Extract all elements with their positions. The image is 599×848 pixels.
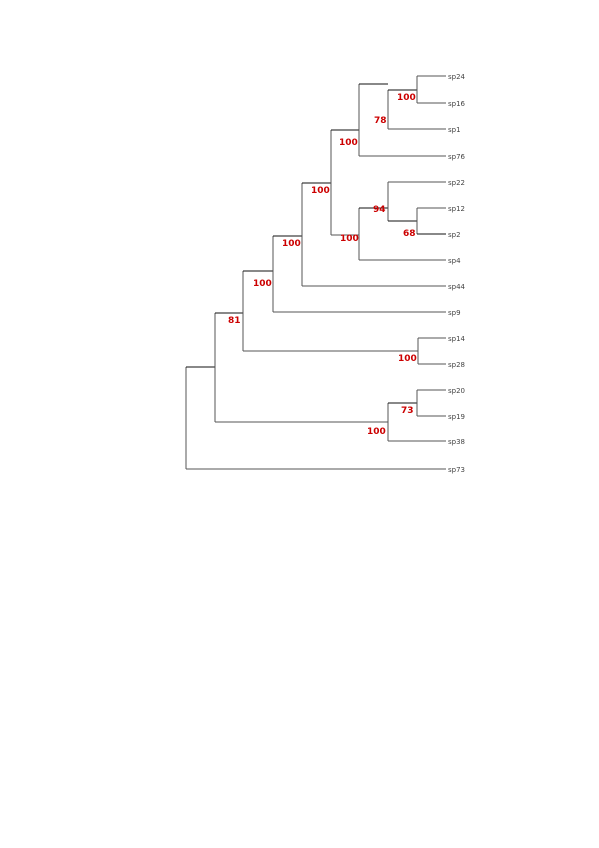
bootstrap-value: 100	[282, 239, 301, 249]
tip-label: sp44	[448, 283, 466, 291]
tip-label: sp28	[448, 361, 465, 369]
bootstrap-value: 73	[401, 406, 414, 416]
bootstrap-value: 94	[373, 205, 386, 215]
bootstrap-value: 100	[367, 427, 386, 437]
tip-label: sp4	[448, 257, 461, 265]
bootstrap-value: 100	[253, 279, 272, 289]
bootstrap-value: 100	[311, 186, 330, 196]
bootstrap-value: 78	[374, 116, 387, 126]
tip-label: sp2	[448, 231, 461, 239]
tip-label: sp24	[448, 73, 466, 81]
tree-branches	[185, 75, 446, 470]
bootstrap-values: 100 78 100 100 94 68 100 100 100 81 100 …	[228, 93, 417, 437]
bootstrap-value: 100	[340, 234, 359, 244]
tip-label: sp20	[448, 387, 465, 395]
bootstrap-value: 81	[228, 316, 241, 326]
bootstrap-value: 68	[403, 229, 416, 239]
tip-label: sp22	[448, 179, 465, 187]
tip-label: sp12	[448, 205, 465, 213]
tip-label: sp76	[448, 153, 466, 161]
bootstrap-value: 100	[398, 354, 417, 364]
bootstrap-value: 100	[397, 93, 416, 103]
bootstrap-value: 100	[339, 138, 358, 148]
tip-label: sp19	[448, 413, 465, 421]
tip-label: sp14	[448, 335, 466, 343]
tip-label: sp9	[448, 309, 461, 317]
tip-label: sp38	[448, 438, 465, 446]
tip-label: sp16	[448, 100, 466, 108]
tip-label: sp73	[448, 466, 465, 474]
tip-labels: sp24 sp16 sp1 sp76 sp22 sp12 sp2 sp4 sp4…	[448, 73, 466, 474]
tip-label: sp1	[448, 126, 461, 134]
